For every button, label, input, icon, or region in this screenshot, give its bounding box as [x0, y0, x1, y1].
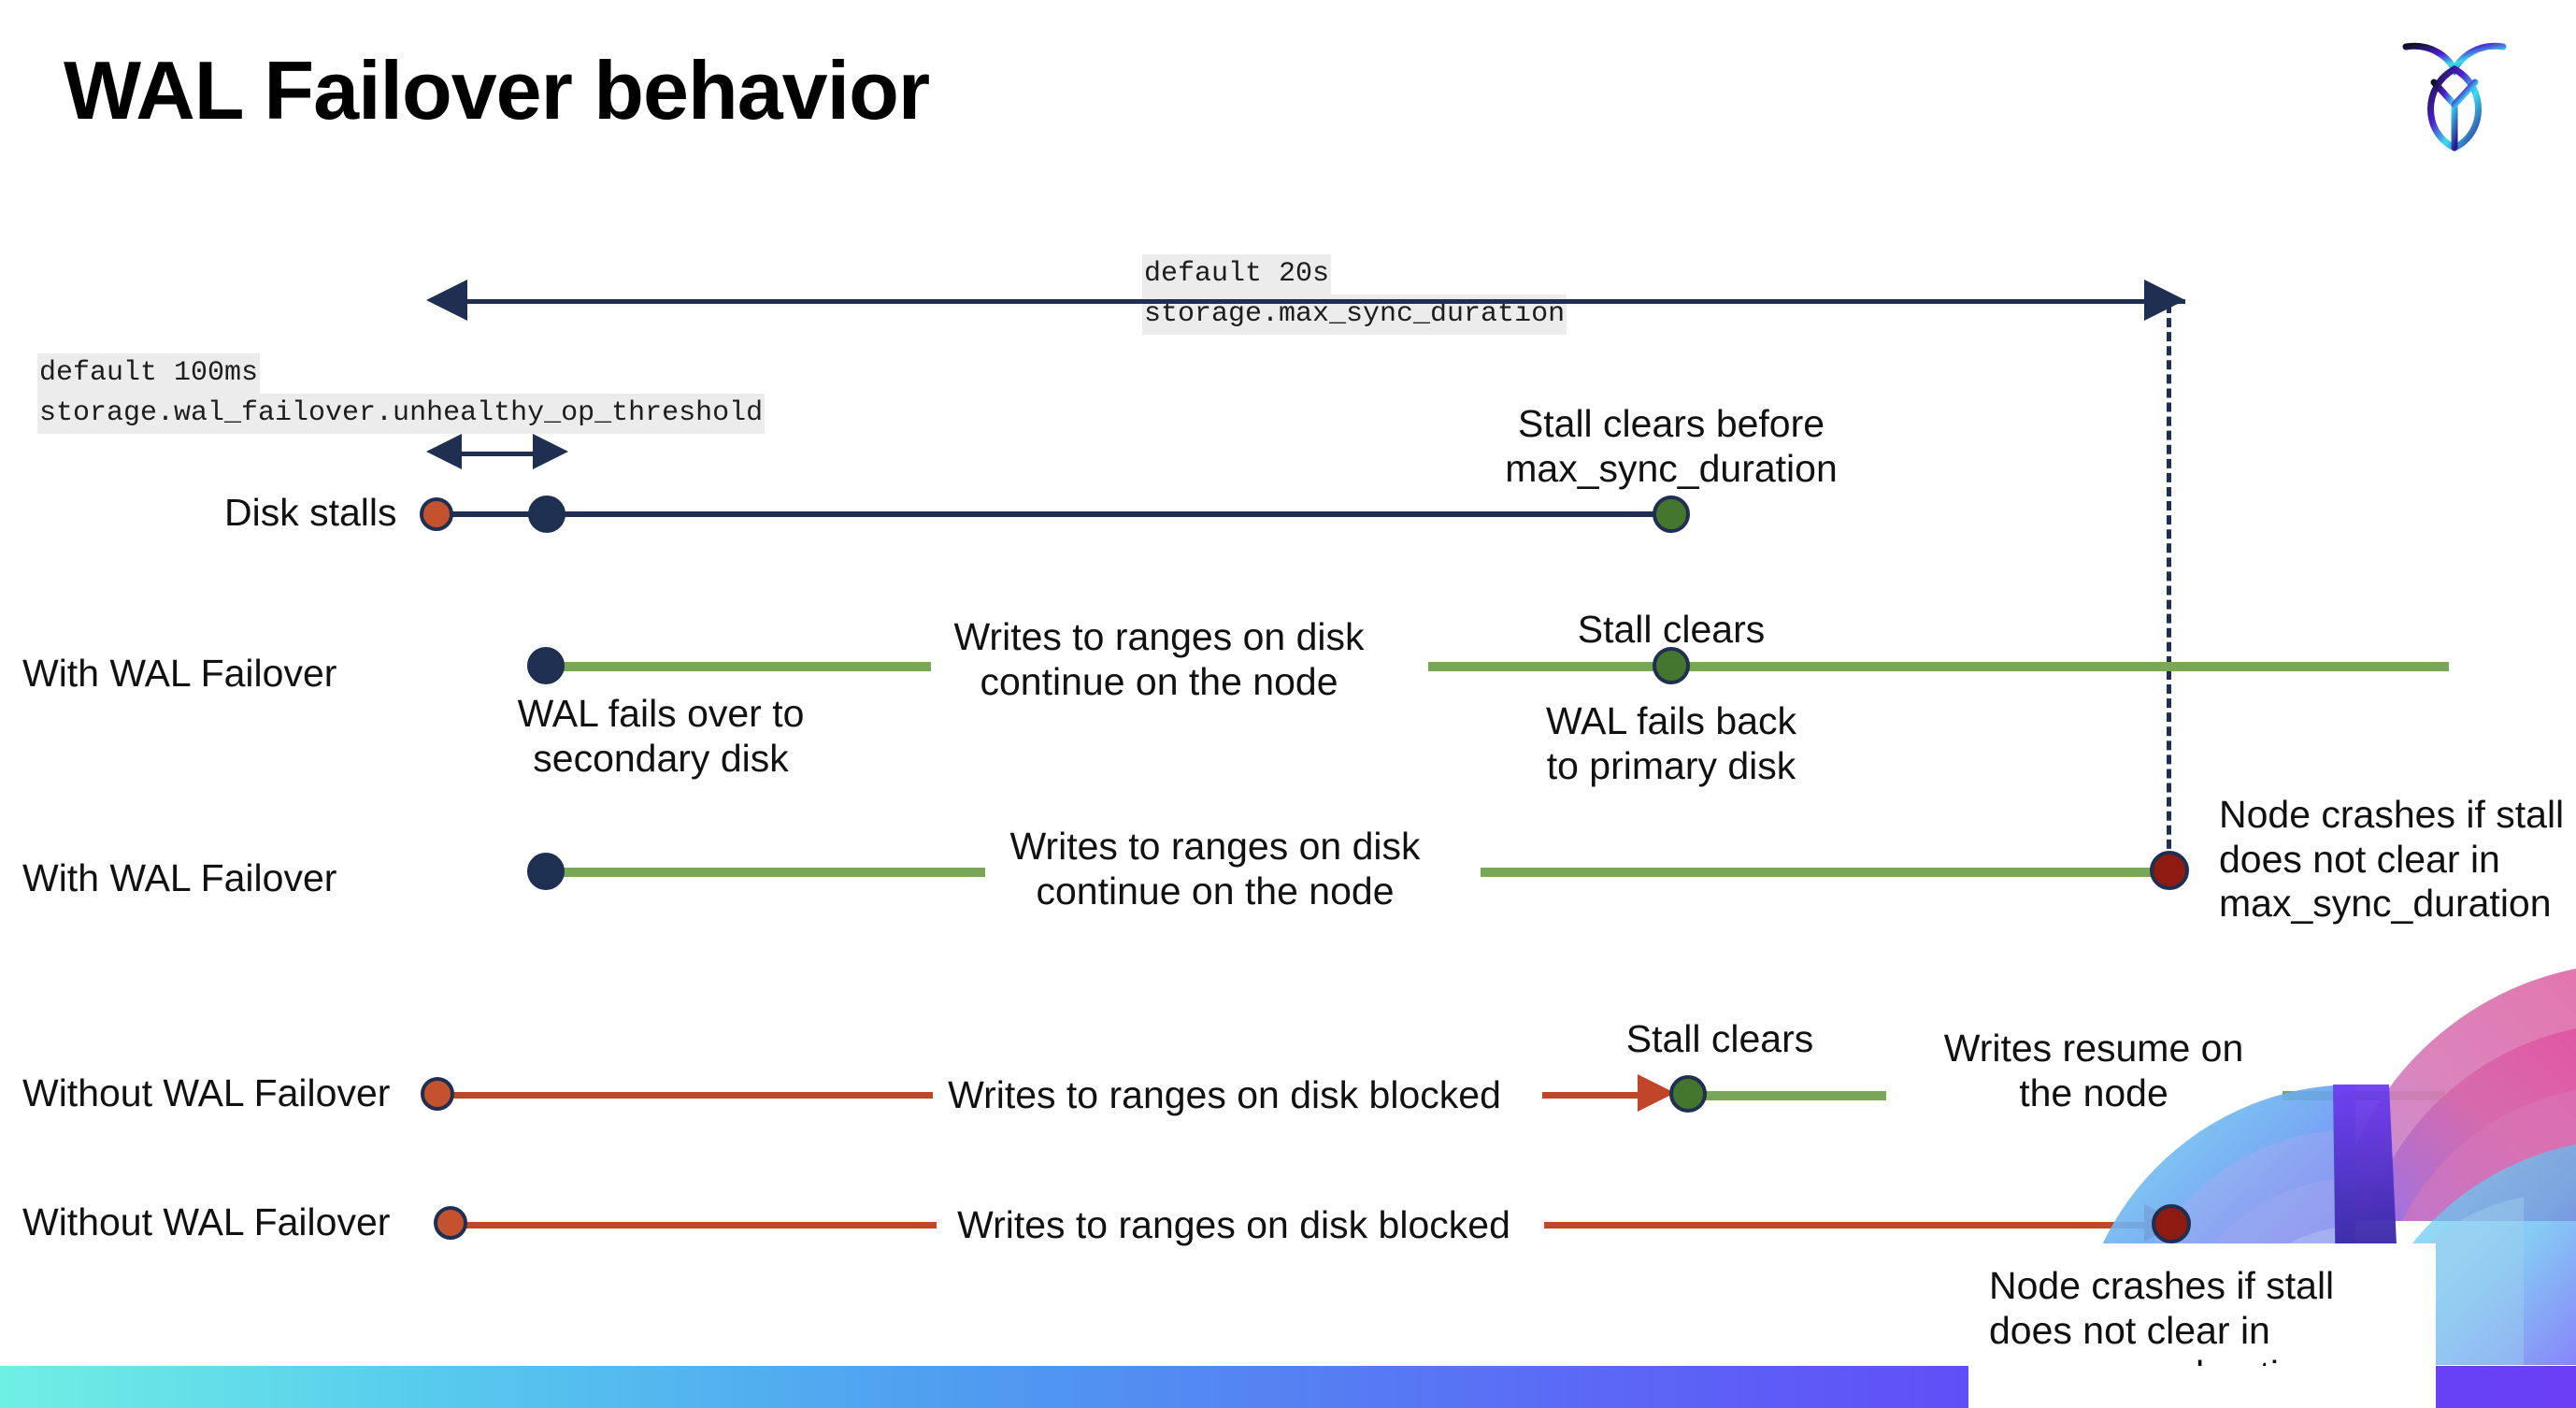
row-label-without-wal-failover-2: Without WAL Failover — [22, 1200, 391, 1243]
row-label-with-wal-failover-1: With WAL Failover — [22, 652, 337, 695]
cockroachdb-logo-icon — [2389, 28, 2520, 154]
row-label-without-wal-failover-1: Without WAL Failover — [22, 1071, 391, 1114]
disk-stalls-threshold-dot — [528, 496, 565, 533]
unhealthy-span-line — [460, 452, 538, 456]
wal-failover-2-line-b — [1481, 868, 2172, 877]
unhealthy-span-arrow-left — [426, 434, 462, 469]
without-wal-1-line-green — [1682, 1091, 1886, 1100]
max-sync-span-arrow-left — [426, 280, 467, 321]
without-wal-1-clear-dot — [1669, 1075, 1707, 1113]
note-writes-blocked-2: Writes to ranges on disk blocked — [957, 1203, 1510, 1246]
row-label-with-wal-failover-2: With WAL Failover — [22, 856, 337, 899]
wal-failover-1-failover-dot — [527, 647, 565, 684]
max-sync-span-line — [465, 299, 2185, 304]
note-stall-clears-2: Stall clears — [1625, 1017, 1814, 1060]
without-wal-2-start-dot — [434, 1206, 467, 1240]
max-sync-default-chip: default 20s — [1142, 254, 1332, 295]
max-sync-dashed-connector — [2167, 304, 2171, 877]
note-stall-clears-1: Stall clears — [1577, 608, 1766, 651]
note-wal-fails-over-secondary: WAL fails over to secondary disk — [517, 692, 805, 780]
without-wal-1-line-b — [1542, 1092, 1645, 1099]
wal-failover-1-line-a — [546, 662, 931, 671]
note-writes-blocked-1: Writes to ranges on disk blocked — [948, 1073, 1501, 1116]
wal-failover-1-line-b — [1428, 662, 2449, 671]
note-writes-continue-2: Writes to ranges on disk continue on the… — [1009, 825, 1421, 912]
max-sync-span-arrow-right — [2144, 280, 2185, 321]
note-writes-resume: Writes resume on the node — [1943, 1027, 2244, 1114]
without-wal-1-arrowhead — [1638, 1074, 1675, 1112]
disk-stalls-clear-dot — [1653, 496, 1690, 533]
note-node-crashes-1: Node crashes if stall does not clear in … — [2219, 793, 2565, 926]
without-wal-2-crash-dot — [2152, 1204, 2191, 1243]
unhealthy-span-arrow-right — [533, 434, 568, 469]
wal-failover-2-failover-dot — [527, 853, 565, 890]
wal-failover-2-line-a — [546, 868, 985, 877]
without-wal-2-line-a — [451, 1222, 937, 1228]
disk-stalls-start-dot — [420, 497, 453, 531]
without-wal-1-line-a — [437, 1092, 933, 1099]
without-wal-1-start-dot — [421, 1077, 454, 1111]
bottom-strip-mask — [1968, 1366, 2436, 1408]
unhealthy-setting-chip: storage.wal_failover.unhealthy_op_thresh… — [37, 394, 766, 434]
row-label-disk-stalls: Disk stalls — [224, 491, 397, 534]
disk-stalls-line — [439, 511, 1673, 517]
note-wal-fails-back-primary: WAL fails back to primary disk — [1545, 699, 1797, 787]
page-title: WAL Failover behavior — [64, 44, 930, 136]
wal-failover-2-crash-dot — [2150, 851, 2189, 890]
note-stall-clears-before-max-sync: Stall clears before max_sync_duration — [1505, 402, 1838, 490]
note-writes-continue-1: Writes to ranges on disk continue on the… — [953, 615, 1365, 703]
without-wal-2-line-b — [1544, 1222, 2152, 1228]
wal-failover-1-clear-dot — [1653, 647, 1690, 684]
unhealthy-default-chip: default 100ms — [37, 353, 261, 394]
